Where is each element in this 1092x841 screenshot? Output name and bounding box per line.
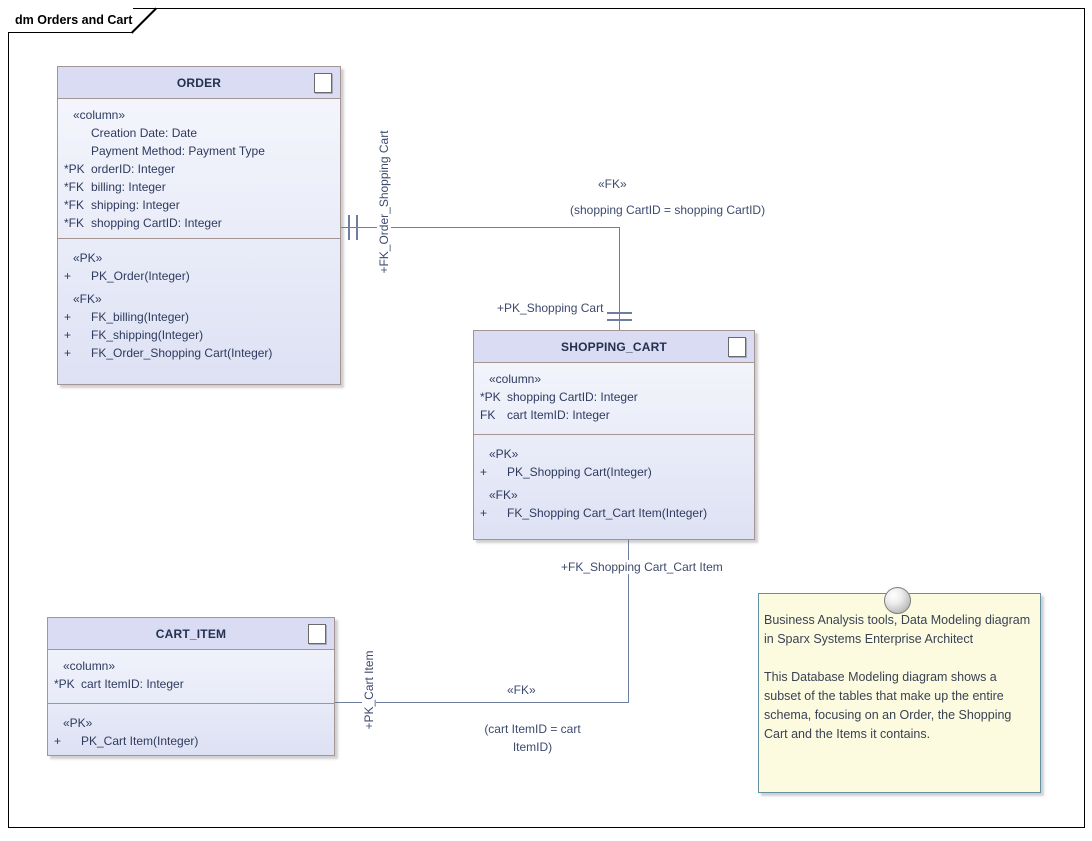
stereotype-row: «PK» xyxy=(63,716,93,730)
diagram-frame-tab: dm Orders and Cart xyxy=(8,8,133,33)
member-row: Payment Method: Payment Type xyxy=(91,144,265,158)
connector-shoppingcart-cartitem-hsegment[interactable] xyxy=(335,702,628,704)
note-paragraph: Business Analysis tools, Data Modeling d… xyxy=(764,613,1031,646)
connector-stereotype-label: «FK» xyxy=(507,683,536,697)
cardinality-one-tick-icon xyxy=(607,319,632,321)
member-row: +FK_billing(Integer) xyxy=(64,310,190,324)
diagram-frame xyxy=(8,8,1085,828)
connector-order-shoppingcart-vsegment[interactable] xyxy=(619,227,621,330)
member-row: Creation Date: Date xyxy=(91,126,198,140)
member-row: +PK_Shopping Cart(Integer) xyxy=(480,465,652,479)
cardinality-one-tick-icon xyxy=(356,215,358,240)
stereotype-row: «PK» xyxy=(489,447,519,461)
stereotype-row: «PK» xyxy=(73,251,103,265)
entity-order-operations: «PK» +PK_Order(Integer) «FK» +FK_billing(In… xyxy=(58,239,340,362)
diagram-title: dm Orders and Cart xyxy=(15,13,133,27)
connector-source-role-label: +FK_Shopping Cart_Cart Item xyxy=(558,560,726,574)
table-icon xyxy=(728,337,746,357)
entity-order-header: ORDER xyxy=(58,67,340,99)
connector-shoppingcart-cartitem-vsegment[interactable] xyxy=(628,540,630,703)
entity-title: SHOPPING_CART xyxy=(561,339,667,354)
note-element[interactable]: Business Analysis tools, Data Modeling d… xyxy=(758,593,1041,793)
note-paragraph: This Database Modeling diagram shows a s… xyxy=(764,670,1012,741)
member-row: +FK_shipping(Integer) xyxy=(64,328,204,342)
connector-target-role-label: +PK_Shopping Cart xyxy=(497,301,604,315)
entity-cart-item-operations: «PK» +PK_Cart Item(Integer) xyxy=(48,704,334,750)
connector-target-role-label: +PK_Cart Item xyxy=(362,647,376,733)
cardinality-one-tick-icon xyxy=(607,312,632,314)
stereotype-row: «column» xyxy=(63,659,116,673)
connector-source-role-label: +FK_Order_Shopping Cart xyxy=(377,127,391,277)
stereotype-row: «column» xyxy=(489,372,542,386)
table-icon xyxy=(314,73,332,93)
stereotype-row: «FK» xyxy=(489,488,518,502)
entity-cart-item-header: CART_ITEM xyxy=(48,618,334,650)
member-row: +FK_Shopping Cart_Cart Item(Integer) xyxy=(480,506,708,520)
member-row: +PK_Order(Integer) xyxy=(64,269,190,283)
connector-constraint-label: (shopping CartID = shopping CartID) xyxy=(570,203,766,217)
entity-title: CART_ITEM xyxy=(155,626,227,641)
member-row: +FK_Order_Shopping Cart(Integer) xyxy=(64,346,273,360)
note-pin-sphere-icon xyxy=(884,587,911,614)
table-icon xyxy=(308,624,326,644)
entity-title: ORDER xyxy=(176,75,222,90)
constraint-line: ItemID) xyxy=(512,740,553,754)
constraint-line: (cart ItemID = cart xyxy=(484,722,581,736)
entity-shopping-cart-header: SHOPPING_CART xyxy=(474,331,754,363)
cardinality-one-tick-icon xyxy=(348,215,350,240)
connector-order-shoppingcart-hsegment[interactable] xyxy=(341,227,620,229)
connector-stereotype-label: «FK» xyxy=(598,177,627,191)
connector-constraint-label: (cart ItemID = cart ItemID) xyxy=(460,720,605,756)
stereotype-row: «column» xyxy=(73,108,126,122)
entity-shopping-cart-operations: «PK» +PK_Shopping Cart(Integer) «FK» +FK_Sh… xyxy=(474,435,754,522)
stereotype-row: «FK» xyxy=(73,292,102,306)
member-row: +PK_Cart Item(Integer) xyxy=(54,734,199,748)
